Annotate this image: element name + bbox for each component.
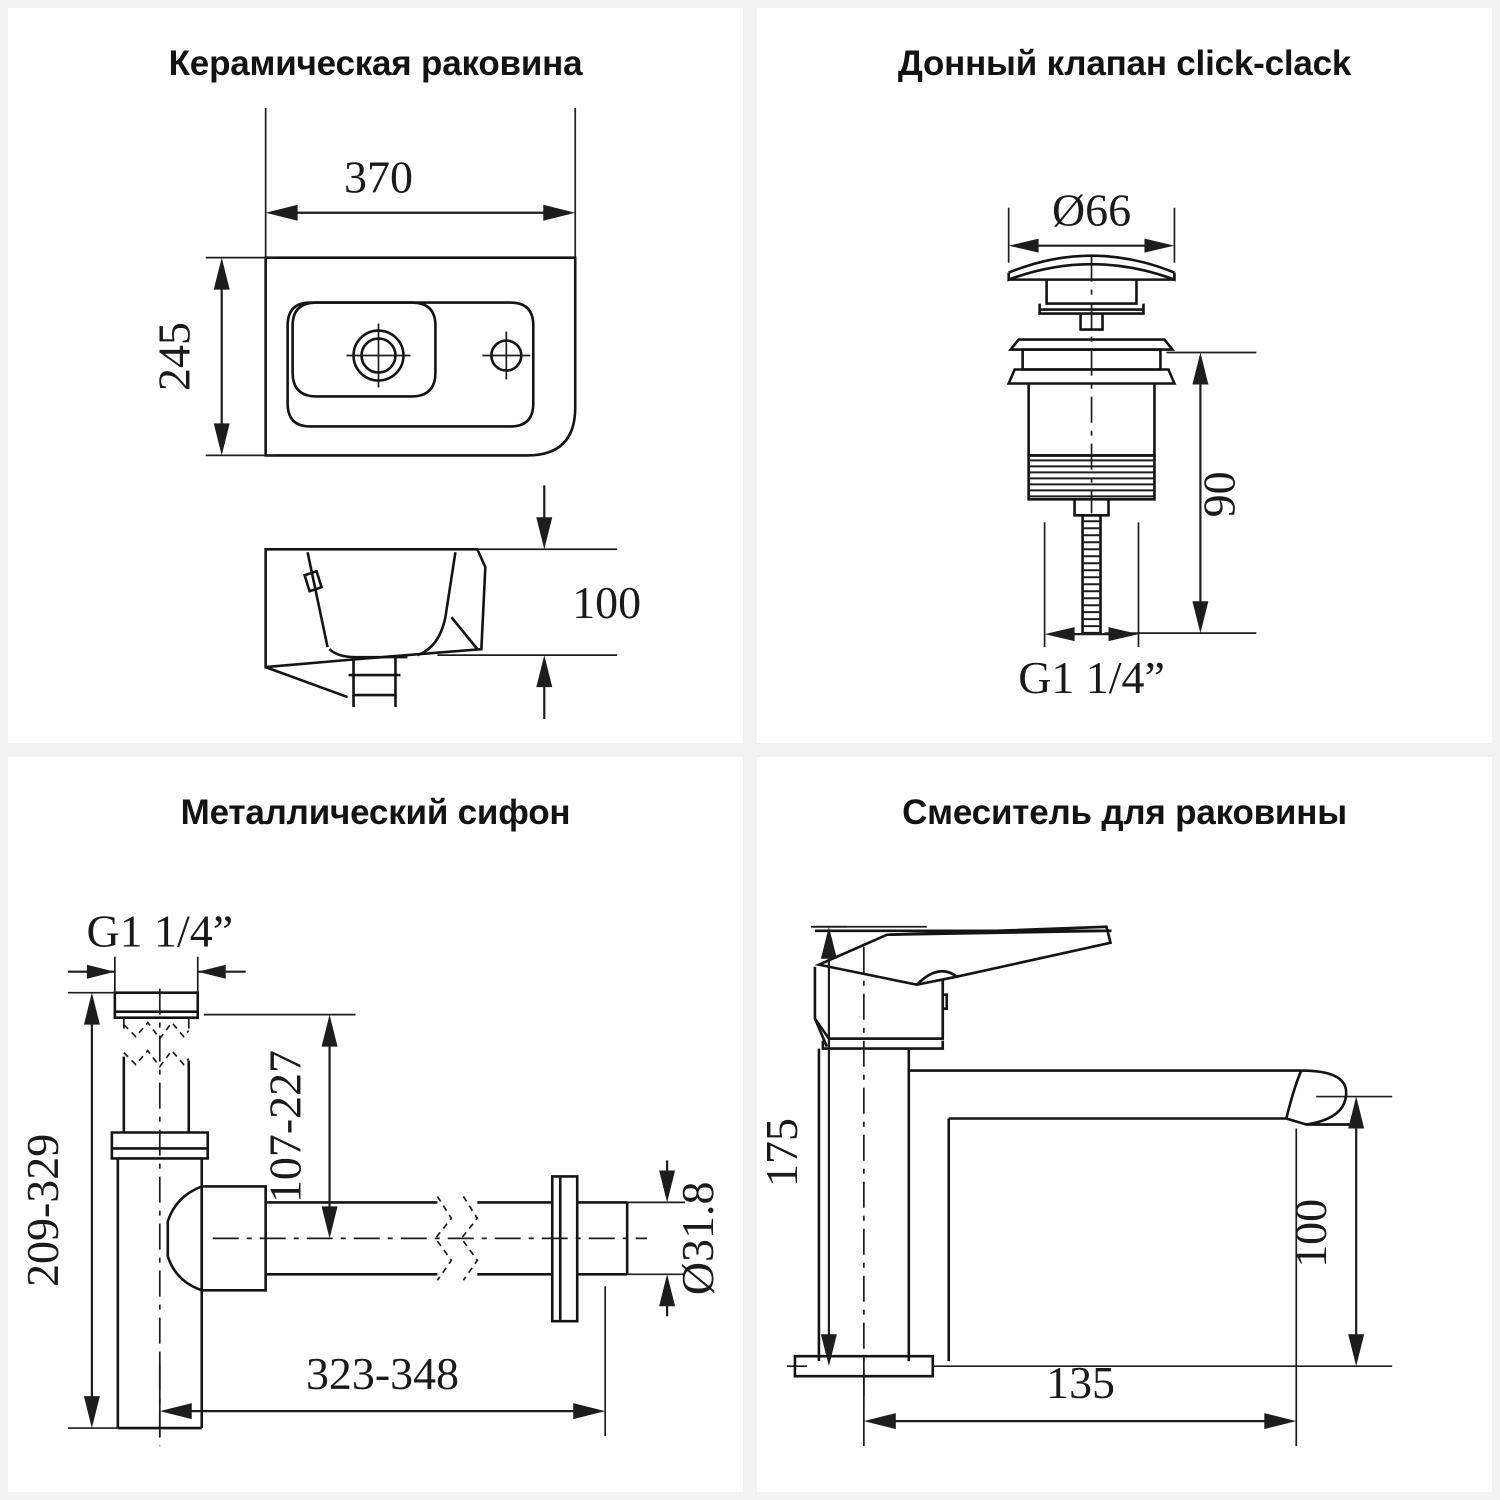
siphon-outlet-length-label: 323-348 — [306, 1348, 459, 1399]
siphon-drawing: G1 1/4” 209-329 107-227 323-348 Ø31.8 — [17, 906, 723, 1492]
drain-cap-diameter-label: Ø66 — [1052, 185, 1131, 236]
drain-body-length-label: 90 — [1193, 471, 1244, 517]
siphon-thread-label: G1 1/4” — [86, 906, 233, 957]
mixer-spout-height-label: 100 — [1285, 1199, 1336, 1268]
panel-title-mixer: Смеситель для раковины — [902, 793, 1347, 832]
drain-thread-label: G1 1/4” — [1018, 652, 1165, 703]
panel-title-siphon: Металлический сифон — [180, 793, 571, 832]
siphon-outlet-height-label: 107-227 — [260, 1050, 311, 1203]
drain-drawing: Ø66 90 G1 1/4” — [757, 185, 1492, 703]
mixer-height-label: 175 — [757, 1118, 807, 1187]
panel-click-clack-drain: Донный клапан click-clack — [757, 8, 1492, 743]
sink-bowl-height-label: 100 — [572, 577, 641, 628]
siphon-pipe-diameter-label: Ø31.8 — [672, 1182, 723, 1296]
panel-basin-mixer: Смеситель для раковины — [757, 757, 1492, 1492]
siphon-height-range-label: 209-329 — [17, 1134, 68, 1287]
sink-drawing: 370 245 100 — [149, 8, 641, 743]
mixer-drawing: 175 100 135 — [757, 757, 1492, 1492]
mixer-reach-label: 135 — [1046, 1357, 1115, 1408]
sink-width-label: 370 — [344, 152, 413, 203]
panel-title-sink: Керамическая раковина — [168, 44, 583, 83]
panel-title-drain: Донный клапан click-clack — [897, 44, 1352, 83]
panel-ceramic-sink: Керамическая раковина — [8, 8, 743, 743]
panel-metal-siphon: Металлический сифон — [8, 757, 743, 1492]
sink-depth-label: 245 — [149, 322, 200, 391]
